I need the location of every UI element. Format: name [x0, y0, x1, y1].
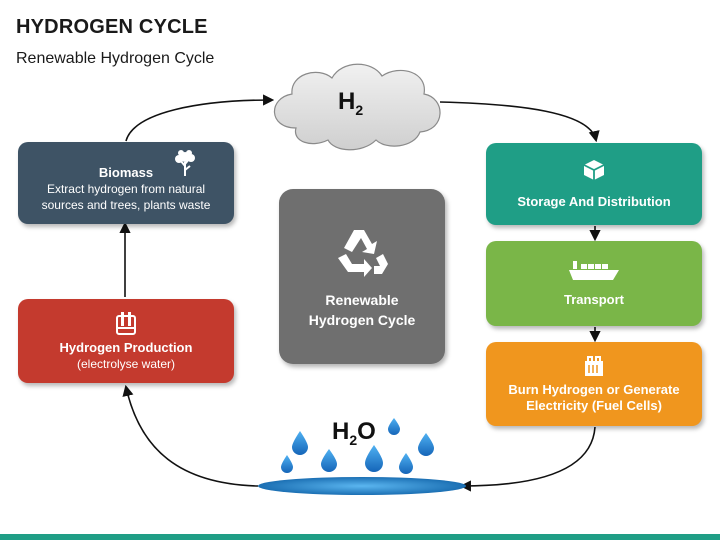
hydrogen-production-label: Hydrogen Production [59, 340, 193, 355]
bottom-accent-bar [0, 534, 720, 540]
biomass-label: Biomass [98, 165, 154, 180]
arrow-cloud-to-storage [439, 101, 600, 143]
biomass-node: Biomass Extract hydrogen from natural so… [18, 142, 234, 224]
center-label-line2: Hydrogen Cycle [308, 311, 416, 328]
hydrogen-formula: H2 [338, 88, 364, 118]
center-node: Renewable Hydrogen Cycle [279, 189, 445, 364]
storage-node: Storage And Distribution [486, 143, 702, 225]
electrolyzer-icon [116, 312, 136, 335]
transport-label: Transport [564, 291, 624, 307]
box-icon [583, 160, 605, 180]
center-label: Renewable Hydrogen Cycle [309, 290, 416, 330]
fuel-cell-icon [585, 356, 603, 376]
tree-icon [175, 150, 195, 176]
storage-label: Storage And Distribution [517, 194, 671, 209]
arrow-biomass-to-cloud [125, 94, 275, 142]
arrow-burn-to-water [459, 426, 596, 492]
arrow-water-to-hprod [122, 384, 259, 487]
burn-label-line2: Electricity (Fuel Cells) [526, 398, 662, 413]
page-title: HYDROGEN CYCLE [16, 16, 208, 38]
water-puddle [258, 477, 466, 495]
ship-icon [569, 260, 619, 280]
burn-node: Burn Hydrogen or Generate Electricity (F… [486, 342, 702, 426]
center-label-line1: Renewable [325, 291, 399, 308]
transport-node: Transport [486, 241, 702, 326]
recycle-icon [338, 229, 388, 277]
biomass-desc-line1: Extract hydrogen from natural [46, 182, 206, 196]
water-drops [281, 418, 434, 474]
hydrogen-production-desc: (electrolyse water) [76, 357, 176, 371]
hydrogen-production-node: Hydrogen Production (electrolyse water) [18, 299, 234, 383]
cloud-shape [273, 63, 441, 151]
burn-label-line1: Burn Hydrogen or Generate [508, 382, 680, 397]
page-subtitle: Renewable Hydrogen Cycle [16, 50, 215, 67]
biomass-desc-line2: sources and trees, plants waste [41, 198, 211, 212]
water-formula: H2O [332, 418, 376, 448]
